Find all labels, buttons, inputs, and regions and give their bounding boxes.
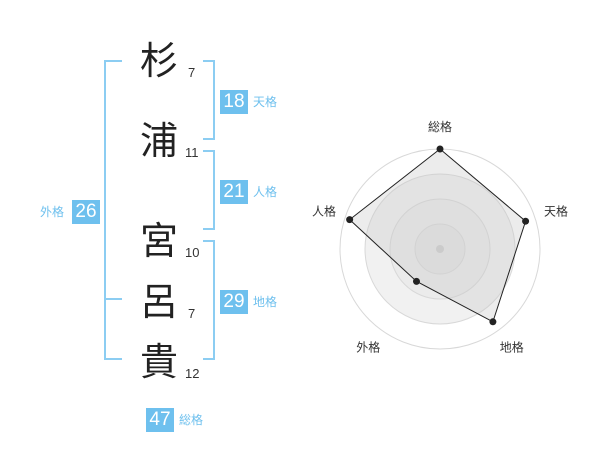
chikaku-bracket	[203, 240, 215, 360]
stroke-count-2: 11	[185, 145, 199, 160]
radar-point-4	[412, 277, 420, 285]
name-char-5: 貴	[140, 340, 179, 384]
jinkaku-value: 21	[220, 180, 248, 204]
radar-axis-label-2: 天格	[544, 203, 568, 218]
name-char-1: 杉	[140, 39, 179, 83]
radar-point-5	[346, 216, 354, 224]
radar-point-2	[522, 217, 530, 225]
name-char-2: 浦	[140, 119, 179, 163]
gaikaku-bracket	[104, 60, 122, 360]
gaikaku-label: 外格	[40, 205, 65, 219]
radar-axis-label-5: 人格	[312, 203, 336, 218]
radar-axis-label-3: 地格	[500, 340, 524, 355]
jinkaku-label: 人格	[253, 185, 278, 199]
radar-points	[346, 145, 530, 326]
radar-polygon	[348, 148, 527, 323]
chikaku-value: 29	[220, 290, 248, 314]
stroke-count-3: 10	[185, 245, 200, 260]
radar-axis-label-4: 外格	[356, 340, 380, 355]
name-char-4: 呂	[140, 280, 179, 324]
gaikaku-bracket-divider	[104, 298, 122, 300]
radar-point-1	[436, 145, 444, 153]
radar-axis-label-1: 総格	[428, 119, 452, 134]
radar-shape	[348, 148, 527, 323]
radar-point-3	[489, 318, 497, 326]
jinkaku-bracket	[203, 150, 215, 230]
chikaku-label: 地格	[253, 295, 278, 309]
soukaku-label: 総格	[179, 413, 204, 427]
tenkaku-label: 天格	[253, 95, 278, 109]
radar-rings	[339, 148, 541, 350]
radar-center-dot	[436, 245, 444, 253]
stroke-count-1: 7	[188, 65, 196, 80]
stroke-count-4: 7	[188, 306, 196, 321]
tenkaku-bracket	[203, 60, 215, 140]
soukaku-value: 47	[146, 408, 174, 432]
gaikaku-value: 26	[72, 200, 100, 224]
tenkaku-value: 18	[220, 90, 248, 114]
name-char-3: 宮	[140, 219, 179, 263]
stroke-count-5: 12	[185, 366, 200, 381]
